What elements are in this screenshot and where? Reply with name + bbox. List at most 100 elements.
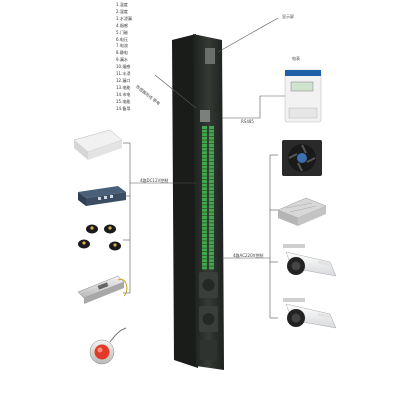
dc-control-label: 4路DC12V控制 xyxy=(140,178,169,183)
top-port-panel xyxy=(205,48,215,64)
terminal-pin xyxy=(202,151,207,155)
camera-2 xyxy=(283,298,337,329)
terminal-pin xyxy=(209,136,214,140)
meter-label: 电表 xyxy=(292,56,300,61)
terminal-pin xyxy=(202,255,207,259)
sensor-list-item: 13.电能 xyxy=(116,84,131,90)
terminal-pin xyxy=(209,172,214,176)
display-label: 显示屏 xyxy=(282,14,294,19)
terminal-pin xyxy=(209,244,214,248)
power-socket-2 xyxy=(199,306,218,332)
terminal-pin xyxy=(209,133,214,137)
terminal-pin xyxy=(202,259,207,263)
terminal-pin xyxy=(209,194,214,198)
sensor-buttons xyxy=(78,224,121,251)
terminal-pin xyxy=(202,154,207,158)
terminal-pin xyxy=(209,226,214,230)
terminal-pin xyxy=(202,162,207,165)
terminal-pin xyxy=(209,147,214,151)
camera-1 xyxy=(283,244,337,277)
terminal-pin xyxy=(202,230,207,234)
terminal-pin xyxy=(202,262,207,266)
terminal-pin xyxy=(209,187,214,191)
terminal-pin xyxy=(209,252,214,255)
terminal-pin xyxy=(209,234,214,237)
terminal-pin xyxy=(209,230,214,234)
terminal-pin xyxy=(202,190,207,194)
terminal-pin xyxy=(202,158,207,162)
sensor-list-item: 15.电能 xyxy=(116,98,131,104)
rack-side-panel xyxy=(172,34,198,368)
terminal-pin xyxy=(202,226,207,230)
sensor-list-item: 4.烟感 xyxy=(116,22,128,28)
terminal-pin xyxy=(202,244,207,248)
terminal-strip xyxy=(202,126,214,270)
sensor-list-item: 11.水浸 xyxy=(116,71,131,77)
terminal-pin xyxy=(202,194,207,198)
terminal-pin xyxy=(202,129,207,133)
terminal-pin xyxy=(209,190,214,194)
terminal-pin xyxy=(209,151,214,155)
terminal-pin xyxy=(209,241,214,245)
terminal-pin xyxy=(209,223,214,227)
display-line xyxy=(217,17,279,53)
network-port xyxy=(200,110,210,122)
terminal-pin xyxy=(209,208,214,212)
terminal-pin xyxy=(202,234,207,237)
sensor-list-item: 6.电压 xyxy=(116,36,128,42)
terminal-pin xyxy=(202,180,207,183)
terminal-pin xyxy=(209,158,214,162)
terminal-pin xyxy=(202,201,207,205)
terminal-pin xyxy=(202,144,207,147)
terminal-pin xyxy=(202,172,207,176)
terminal-pin xyxy=(209,183,214,187)
sensor-list-item: 2.湿度 xyxy=(116,8,128,14)
terminal-pin xyxy=(202,147,207,151)
terminal-pin xyxy=(209,129,214,133)
terminal-pin xyxy=(202,223,207,227)
terminal-pin xyxy=(209,262,214,266)
heater-block xyxy=(277,197,327,226)
terminal-pin xyxy=(202,248,207,252)
terminal-pin xyxy=(202,212,207,216)
cooling-fan xyxy=(282,140,322,176)
alarm-light xyxy=(89,327,127,365)
terminal-pin xyxy=(202,169,207,173)
ac-control-label: 4路AC220V控制 xyxy=(233,253,264,258)
terminal-pin xyxy=(209,205,214,209)
terminal-pin xyxy=(209,212,214,216)
sensor-list-item: 14.市电 xyxy=(116,91,131,97)
terminal-pin xyxy=(209,248,214,252)
terminal-pin xyxy=(202,208,207,212)
controller-rack xyxy=(193,34,224,370)
terminal-pin xyxy=(209,154,214,158)
terminal-pin xyxy=(209,259,214,263)
terminal-pin xyxy=(209,237,214,241)
terminal-pin xyxy=(202,126,207,129)
terminal-pin xyxy=(202,237,207,241)
terminal-pin xyxy=(202,266,207,270)
terminal-pin xyxy=(202,252,207,255)
sensor-list-item: 1.温度 xyxy=(116,2,128,7)
rs485-label: RS485 xyxy=(241,119,254,124)
terminal-pin xyxy=(202,241,207,245)
terminal-pin xyxy=(202,183,207,187)
terminal-pin xyxy=(202,136,207,140)
terminal-pin xyxy=(209,169,214,173)
power-inlet xyxy=(200,340,217,360)
terminal-pin xyxy=(209,165,214,169)
terminal-pin xyxy=(209,140,214,144)
terminal-pin xyxy=(202,219,207,223)
sensor-list-item: 10.烟感 xyxy=(116,64,131,70)
terminal-pin xyxy=(209,176,214,180)
terminal-pin xyxy=(202,133,207,137)
electric-meter xyxy=(284,69,322,123)
sensor-list-item: 12.漏口 xyxy=(116,77,131,83)
terminal-pin xyxy=(202,176,207,180)
sensor-list-item: 8.静电 xyxy=(116,50,128,56)
terminal-pin xyxy=(209,144,214,147)
sensor-list-item: 7.电流 xyxy=(116,43,128,49)
network-switch xyxy=(78,186,126,206)
rs485-line xyxy=(222,95,285,119)
